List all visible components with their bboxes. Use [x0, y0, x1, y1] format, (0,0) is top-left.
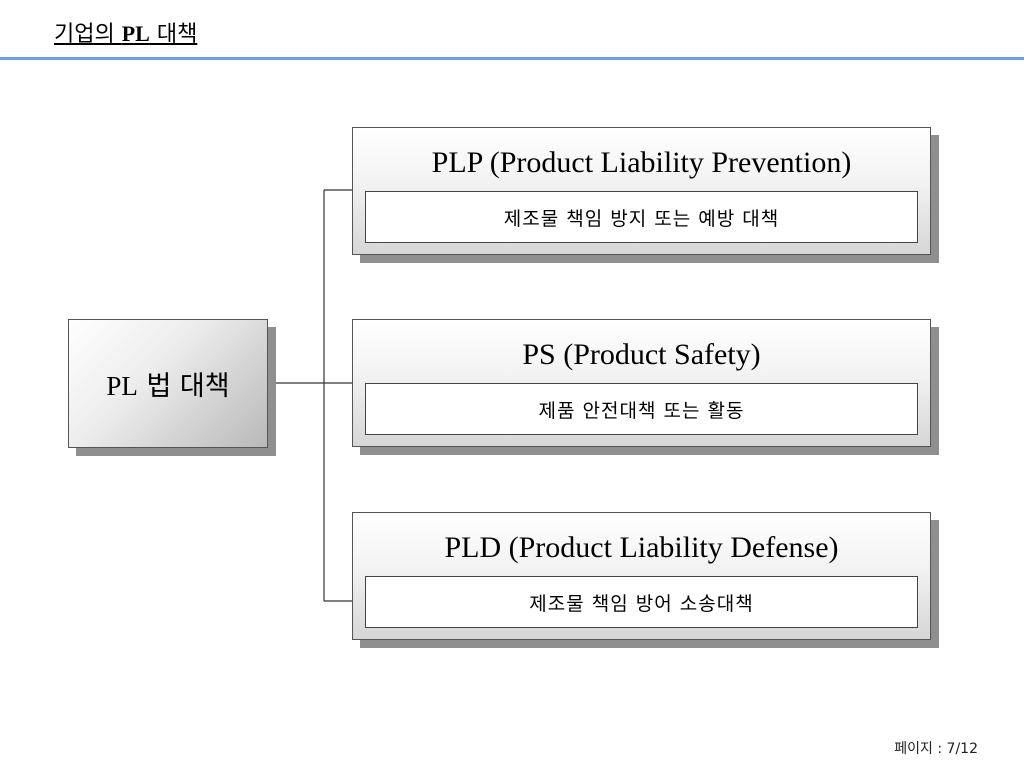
category-plp-title: PLP (Product Liability Prevention): [431, 146, 852, 179]
category-pld-description: 제조물 책임 방어 소송대책: [365, 576, 918, 628]
page-title: 기업의 PL 대책: [54, 16, 197, 48]
category-ps: PS (Product Safety) 제품 안전대책 또는 활동: [352, 319, 931, 447]
header-rule: [0, 57, 1024, 60]
category-plp: PLP (Product Liability Prevention) 제조물 책…: [352, 127, 931, 255]
category-ps-description: 제품 안전대책 또는 활동: [365, 383, 918, 435]
category-pld-title: PLD (Product Liability Defense): [444, 531, 839, 564]
main-node: PL 법 대책: [68, 319, 268, 448]
category-ps-title: PS (Product Safety): [522, 338, 761, 371]
category-plp-description: 제조물 책임 방지 또는 예방 대책: [365, 191, 918, 243]
main-node-label-en: PL: [106, 371, 138, 401]
main-node-label-ko: 법 대책: [137, 371, 230, 402]
main-node-label: PL 법 대책: [106, 364, 229, 403]
page-number: 페이지 : 7/12: [894, 741, 978, 757]
category-pld: PLD (Product Liability Defense) 제조물 책임 방…: [352, 512, 931, 640]
title-suffix: 대책: [149, 22, 198, 47]
title-pl: PL: [121, 21, 150, 46]
title-prefix: 기업의: [54, 22, 122, 47]
